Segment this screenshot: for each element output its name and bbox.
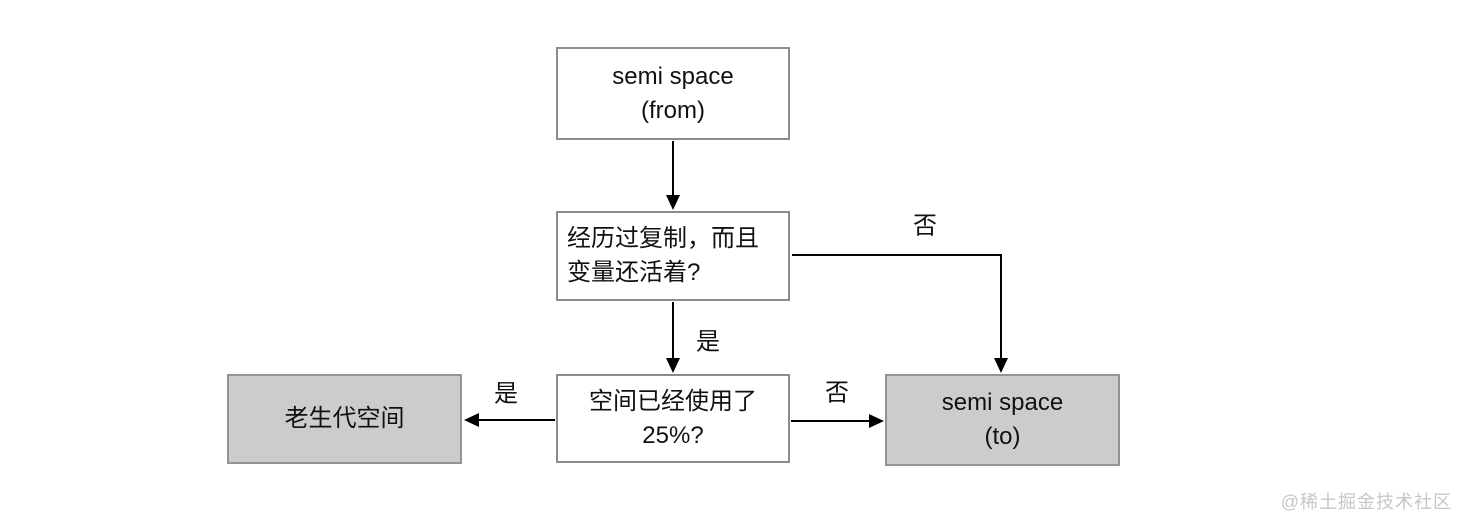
- arrow-copiedcheck-no-to-semito: [792, 254, 1008, 373]
- node-usage-check-line1: 空间已经使用了: [589, 387, 757, 415]
- edge-label-usage-no: 否: [825, 379, 849, 407]
- node-old-generation-label: 老生代空间: [284, 405, 405, 432]
- node-semi-space-from-line2: (from): [641, 96, 705, 124]
- node-semi-space-to-line1: semi space: [941, 389, 1064, 416]
- edge-label-copied-no: 否: [913, 212, 937, 240]
- edge-label-copied-yes: 是: [696, 328, 720, 356]
- node-copied-check-line1: 经历过复制，而且: [567, 225, 759, 252]
- watermark: @稀土掘金技术社区: [1280, 492, 1452, 512]
- node-old-generation: 老生代空间: [227, 374, 462, 464]
- node-semi-space-to-line2: (to): [984, 423, 1021, 450]
- edge-label-usage-yes: 是: [494, 380, 518, 408]
- node-copied-check: 经历过复制，而且 变量还活着?: [556, 211, 790, 301]
- node-semi-space-from-line1: semi space: [612, 62, 734, 90]
- node-copied-check-line2: 变量还活着?: [567, 259, 701, 286]
- node-usage-check-line2: 25%?: [642, 421, 704, 449]
- node-usage-check: 空间已经使用了 25%?: [556, 374, 790, 463]
- node-semi-space-from: semi space (from): [556, 47, 790, 140]
- node-semi-space-to: semi space (to): [885, 374, 1120, 466]
